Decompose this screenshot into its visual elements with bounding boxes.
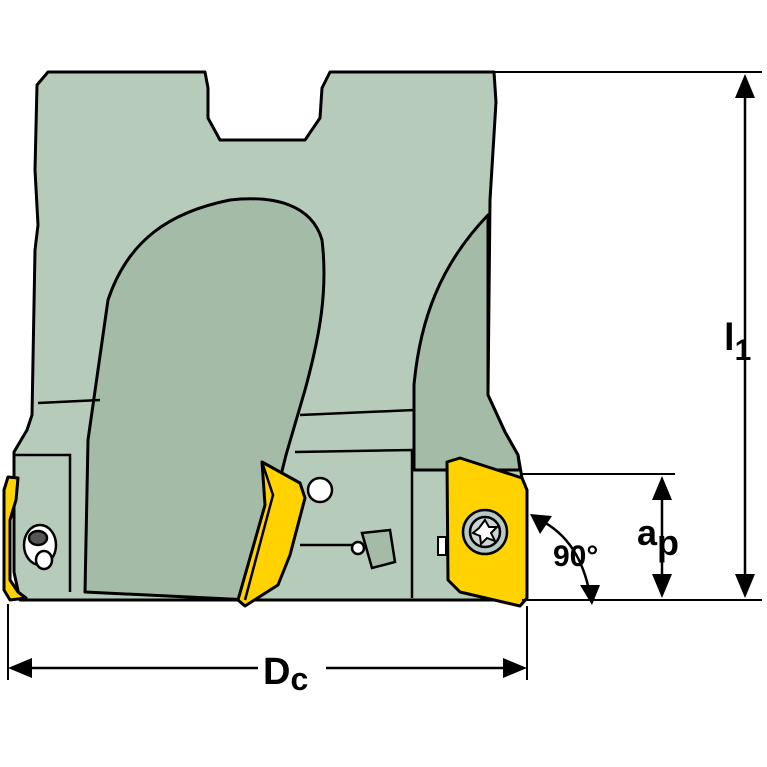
torx-screw	[461, 508, 509, 556]
l1-label: l1	[724, 317, 751, 367]
right-pin	[437, 536, 447, 556]
clamp-screw	[350, 528, 397, 570]
left-insert-screw	[22, 523, 58, 571]
dc-label: Dc	[263, 651, 308, 697]
angle-indicator	[530, 514, 600, 605]
angle-label: 90°	[553, 540, 598, 573]
seat-lines	[14, 398, 415, 598]
middle-insert-edge	[243, 461, 275, 601]
screw-hole	[306, 476, 334, 504]
l1-dimension	[735, 74, 755, 598]
ap-dimension	[652, 476, 672, 598]
dc-label-bg	[258, 642, 326, 692]
right-flute	[412, 213, 522, 472]
middle-insert	[236, 460, 307, 608]
left-insert	[2, 475, 28, 602]
ap-label: ap	[637, 512, 679, 563]
dimension-lines	[7, 71, 762, 680]
